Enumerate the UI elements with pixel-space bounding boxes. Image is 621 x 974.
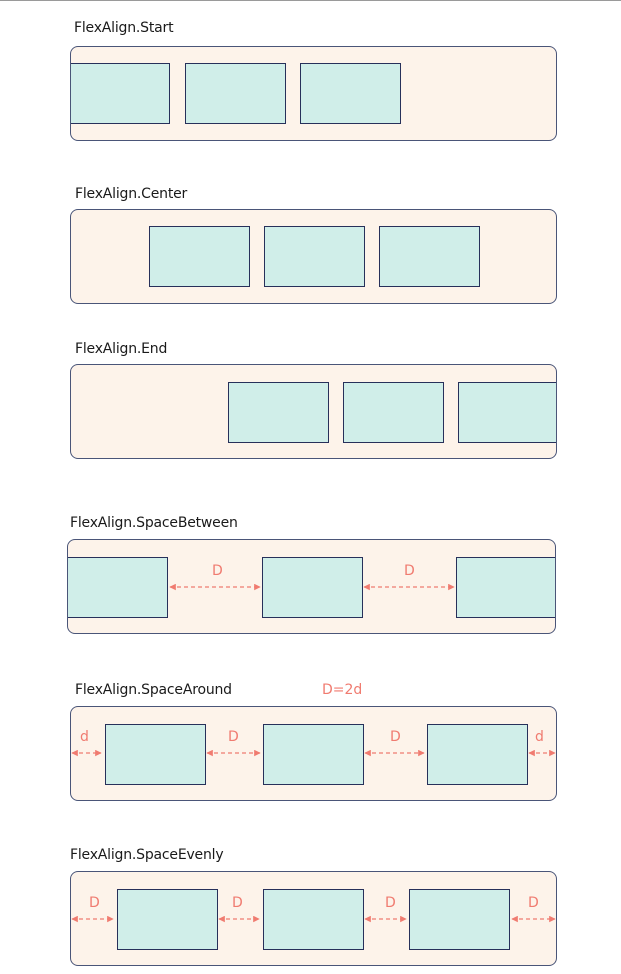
flex-item <box>71 63 170 124</box>
flex-item <box>458 382 556 443</box>
edge-label-d: D <box>89 895 100 911</box>
label-flexalign-spacearound: FlexAlign.SpaceAround <box>75 682 232 698</box>
flex-item <box>228 382 329 443</box>
flex-item <box>300 63 401 124</box>
edge-label-d: d <box>80 729 89 745</box>
flex-container-spacearound <box>70 706 557 801</box>
gap-label-d: D <box>390 729 401 745</box>
edge-label-d: d <box>535 729 544 745</box>
label-flexalign-center: FlexAlign.Center <box>75 186 188 202</box>
annotation-d-equals-2d: D=2d <box>322 682 363 698</box>
gap-label-d: D <box>385 895 396 911</box>
flex-item <box>379 226 480 287</box>
flex-item <box>149 226 250 287</box>
gap-label-d: D <box>232 895 243 911</box>
flex-item <box>264 226 365 287</box>
gap-label-d: D <box>404 563 415 579</box>
flex-item <box>68 557 168 618</box>
flex-item <box>427 724 528 785</box>
flex-item <box>343 382 444 443</box>
flex-container-spaceevenly <box>70 871 557 966</box>
edge-label-d: D <box>528 895 539 911</box>
flex-container-spacebetween <box>67 539 556 634</box>
flex-container-start <box>70 46 557 141</box>
flex-item <box>185 63 286 124</box>
flex-item <box>263 889 364 950</box>
flex-item <box>263 724 364 785</box>
top-divider <box>0 0 621 1</box>
label-flexalign-spacebetween: FlexAlign.SpaceBetween <box>70 515 238 531</box>
label-flexalign-start: FlexAlign.Start <box>74 20 174 36</box>
flex-item <box>105 724 206 785</box>
gap-label-d: D <box>228 729 239 745</box>
flex-item <box>456 557 555 618</box>
flex-item <box>117 889 218 950</box>
gap-label-d: D <box>212 563 223 579</box>
label-flexalign-spaceevenly: FlexAlign.SpaceEvenly <box>70 847 224 863</box>
label-flexalign-end: FlexAlign.End <box>75 341 168 357</box>
flex-item <box>409 889 510 950</box>
flex-container-end <box>70 364 557 459</box>
flex-container-center <box>70 209 557 304</box>
flex-item <box>262 557 363 618</box>
